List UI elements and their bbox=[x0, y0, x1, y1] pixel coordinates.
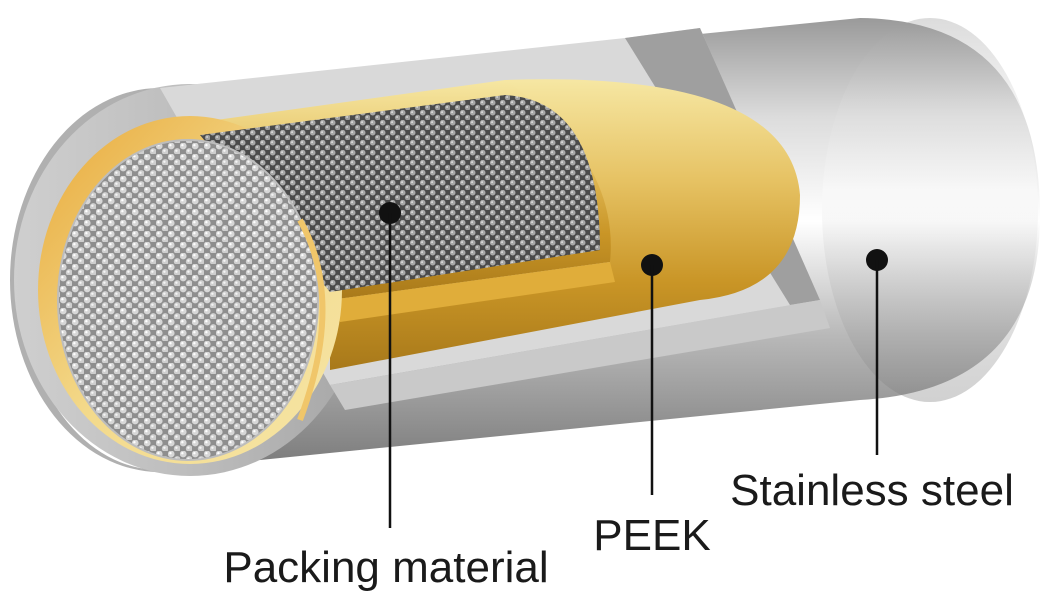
packing-marker bbox=[379, 202, 401, 528]
label-peek: PEEK bbox=[593, 511, 710, 560]
label-stainless-steel: Stainless steel bbox=[730, 466, 1014, 515]
label-packing-material: Packing material bbox=[223, 543, 548, 592]
peek-marker bbox=[641, 254, 663, 495]
steel-marker bbox=[866, 249, 888, 455]
packing-material bbox=[57, 95, 600, 461]
